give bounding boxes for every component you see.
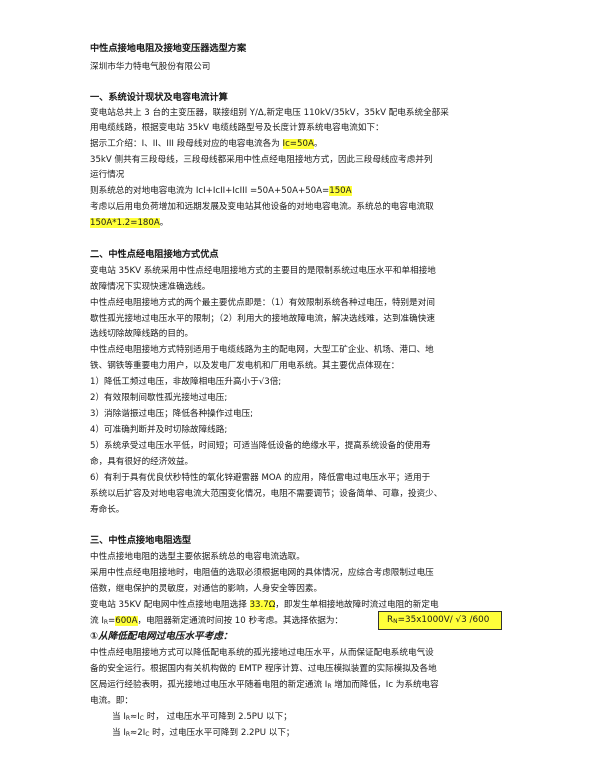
subscript: N: [393, 618, 398, 625]
text-run: 1）降低工频过电压，非故障相电压升高小于: [90, 377, 259, 387]
list-item-continuation: 命，具有很好的经济效益。: [90, 457, 194, 467]
text-run: ≈2I: [130, 728, 146, 738]
highlighted-value: 600A: [115, 616, 138, 626]
paragraph-line: 35kV 侧共有三段母线，三段母线都采用中性点经电阻接地方式，因此三段母线应考虑…: [90, 155, 433, 165]
list-item: 3）消除谐振过电压；降低各种操作过电压;: [90, 409, 254, 419]
paragraph-line: 中性点经电阻接地方式特别适用于电缆线路为主的配电网，大型工矿企业、机场、港口、地: [90, 345, 434, 355]
paragraph-line: 考虑以后用电负荷增加和远期发展及变电站其他设备的对地电容电流。系统总的电容电流取: [90, 202, 434, 212]
list-item: 1）降低工频过电压，非故障相电压升高小于√3倍;: [90, 376, 281, 388]
section3-heading: 三、中性点接地电阻选型: [90, 535, 192, 546]
subscript: R: [125, 715, 131, 722]
paragraph-line: 用电缆线路，根据变电站 35kV 电缆线路型号及长度计算系统电容电流如下：: [90, 123, 384, 133]
subscript: R: [327, 683, 332, 690]
list-item: 2）有效限制间歇性孤光接地过电压;: [90, 393, 228, 403]
subheading: ①从降低配电网过电压水平考虑：: [90, 631, 233, 642]
paragraph-line: 中性点经电阻接地方式的两个最主要优点即是：（1）有效限制系统各种过电压，特别是对…: [90, 298, 435, 308]
text-run: 流 I: [90, 616, 104, 626]
subscript: C: [139, 715, 144, 722]
section2-heading: 二、中性点经电阻接地方式优点: [90, 249, 219, 260]
text-run: ，电阻器新定通流时间按 10 秒考虑。其选择依据为：: [137, 616, 344, 626]
list-item: 4）可准确判断并及时切除故障线路;: [90, 425, 228, 435]
highlighted-value: Ic=50A: [282, 139, 314, 149]
paragraph-line: 变电站 35KV 系统采用中性点经电阻接地方式的主要目的是限制系统过电压水平和单…: [90, 266, 436, 276]
text-run: 当 I: [112, 712, 126, 722]
paragraph-line: 倍数，继电保护的灵敏度，对通信的影响，人身安全等因素。: [90, 584, 323, 594]
paragraph-line: 则系统总的对地电容电流为 IcI+IcII+IcIII =50A+50A+50A…: [90, 185, 352, 197]
condition-line: 当 IR≈IC 时， 过电压水平可降到 2.5PU 以下；: [112, 711, 292, 725]
highlighted-value: 33.7Ω: [249, 600, 276, 610]
text-run: 据示工介绍：I、II、III 段母线对应的电容电流各为: [90, 139, 283, 149]
text-run: 倍;: [269, 377, 282, 387]
highlighted-value: 150A: [329, 186, 352, 196]
text-run: 时，过电压水平可降到 2.2PU 以下；: [149, 728, 295, 738]
highlighted-value: 150A*1.2=180A: [90, 218, 160, 228]
paragraph-line: 变电站 35KV 配电网中性点接地电阻选择 33.7Ω，即发生单相接地故障时流过…: [90, 599, 439, 611]
text-run: 则系统总的对地电容电流为 IcI+IcII+IcIII =50A+50A+50A…: [90, 186, 330, 196]
text-run: 。: [159, 218, 169, 228]
paragraph-line: 选线切除故障线路的目的。: [90, 329, 194, 339]
condition-line: 当 IR≈2IC 时，过电压水平可降到 2.2PU 以下；: [112, 727, 295, 741]
paragraph-line: 铁、钢铁等重要电力用户，以及发电厂发电机和厂用电系统。其主要优点体现在：: [90, 361, 400, 371]
sqrt-symbol: √3: [258, 377, 270, 387]
subscript: R: [125, 731, 131, 738]
text-run: ，即发生单相接地故障时流过电阻的新定电: [275, 600, 439, 610]
list-item-continuation: 系统以后扩容及对地电容电流大范围变化情况，电阻不需要调节；设备简单、可靠，投资少…: [90, 489, 443, 499]
paragraph-line: 变电站总共上 3 台的主变压器，联接组别 Y/Δ,新定电压 110kV/35kV…: [90, 108, 449, 118]
company-name: 深圳市华力特电气股份有限公司: [90, 62, 211, 72]
subscript: C: [145, 731, 150, 738]
paragraph-line: 据示工介绍：I、II、III 段母线对应的电容电流各为 Ic=50A。: [90, 138, 322, 150]
paragraph-line: 区局运行经验表明，孤光接地过电压水平随着电阻的新定通流 IR 增加而降低，Ic …: [90, 679, 439, 693]
text-run: =: [108, 616, 116, 626]
text-run: 当 I: [112, 728, 126, 738]
formula-text: =35x1000V/ √3 /600: [397, 615, 490, 625]
text-run: 时， 过电压水平可降到 2.5PU 以下；: [144, 712, 292, 722]
text-run: 变电站 35KV 配电网中性点接地电阻选择: [90, 600, 250, 610]
text-run: 区局运行经验表明，孤光接地过电压水平随着电阻的新定通流 I: [90, 680, 328, 690]
list-item: 5）系统承受过电压水平低，时间短；可适当降低设备的绝缘水平，提高系统设备的使用寿: [90, 441, 431, 451]
paragraph-line: 流 IR=600A，电阻器新定通流时间按 10 秒考虑。其选择依据为：: [90, 615, 343, 629]
paragraph-line: 运行情况: [90, 170, 125, 180]
document-title: 中性点接地电阻及接地变压器选型方案: [90, 43, 247, 54]
section1-heading: 一、系统设计现状及电容电流计算: [90, 92, 228, 103]
list-item-continuation: 寿命长。: [90, 505, 125, 515]
paragraph-line: 150A*1.2=180A。: [90, 217, 168, 229]
text-run: 增加而降低，Ic 为系统电容: [331, 680, 439, 690]
subscript: R: [103, 619, 109, 626]
paragraph-line: 歇性孤光接地过电压水平的限制；（2）利用大的接地故障电流，解决选线难，达到准确快…: [90, 314, 435, 324]
list-item: 6）有利于具有优良伏秒特性的氧化锌避雷器 MOA 的应用，降低雷电过电压水平；适…: [90, 473, 431, 483]
paragraph-line: 备的安全运行。根据国内有关机构做的 EMTP 程序计算、过电压模拟装置的实际模拟…: [90, 664, 437, 674]
text-run: 。: [313, 139, 323, 149]
text-run: ≈I: [130, 712, 140, 722]
paragraph-line: 中性点经电阻接地方式可以降低配电系统的孤光接地过电压水平，从而保证配电系统电气设: [90, 648, 434, 658]
paragraph-line: 采用中性点经电阻接地时，电阻值的选取必须根据电网的具体情况，应综合考虑限制过电压: [90, 568, 434, 578]
formula-box: RN=35x1000V/ √3 /600: [378, 611, 502, 630]
paragraph-line: 故障情况下实现快速准确选线。: [90, 282, 211, 292]
paragraph-line: 中性点接地电阻的选型主要依据系统总的电容电流选取。: [90, 552, 305, 562]
formula-symbol: R: [387, 615, 394, 625]
paragraph-line: 电流。即：: [90, 696, 133, 706]
